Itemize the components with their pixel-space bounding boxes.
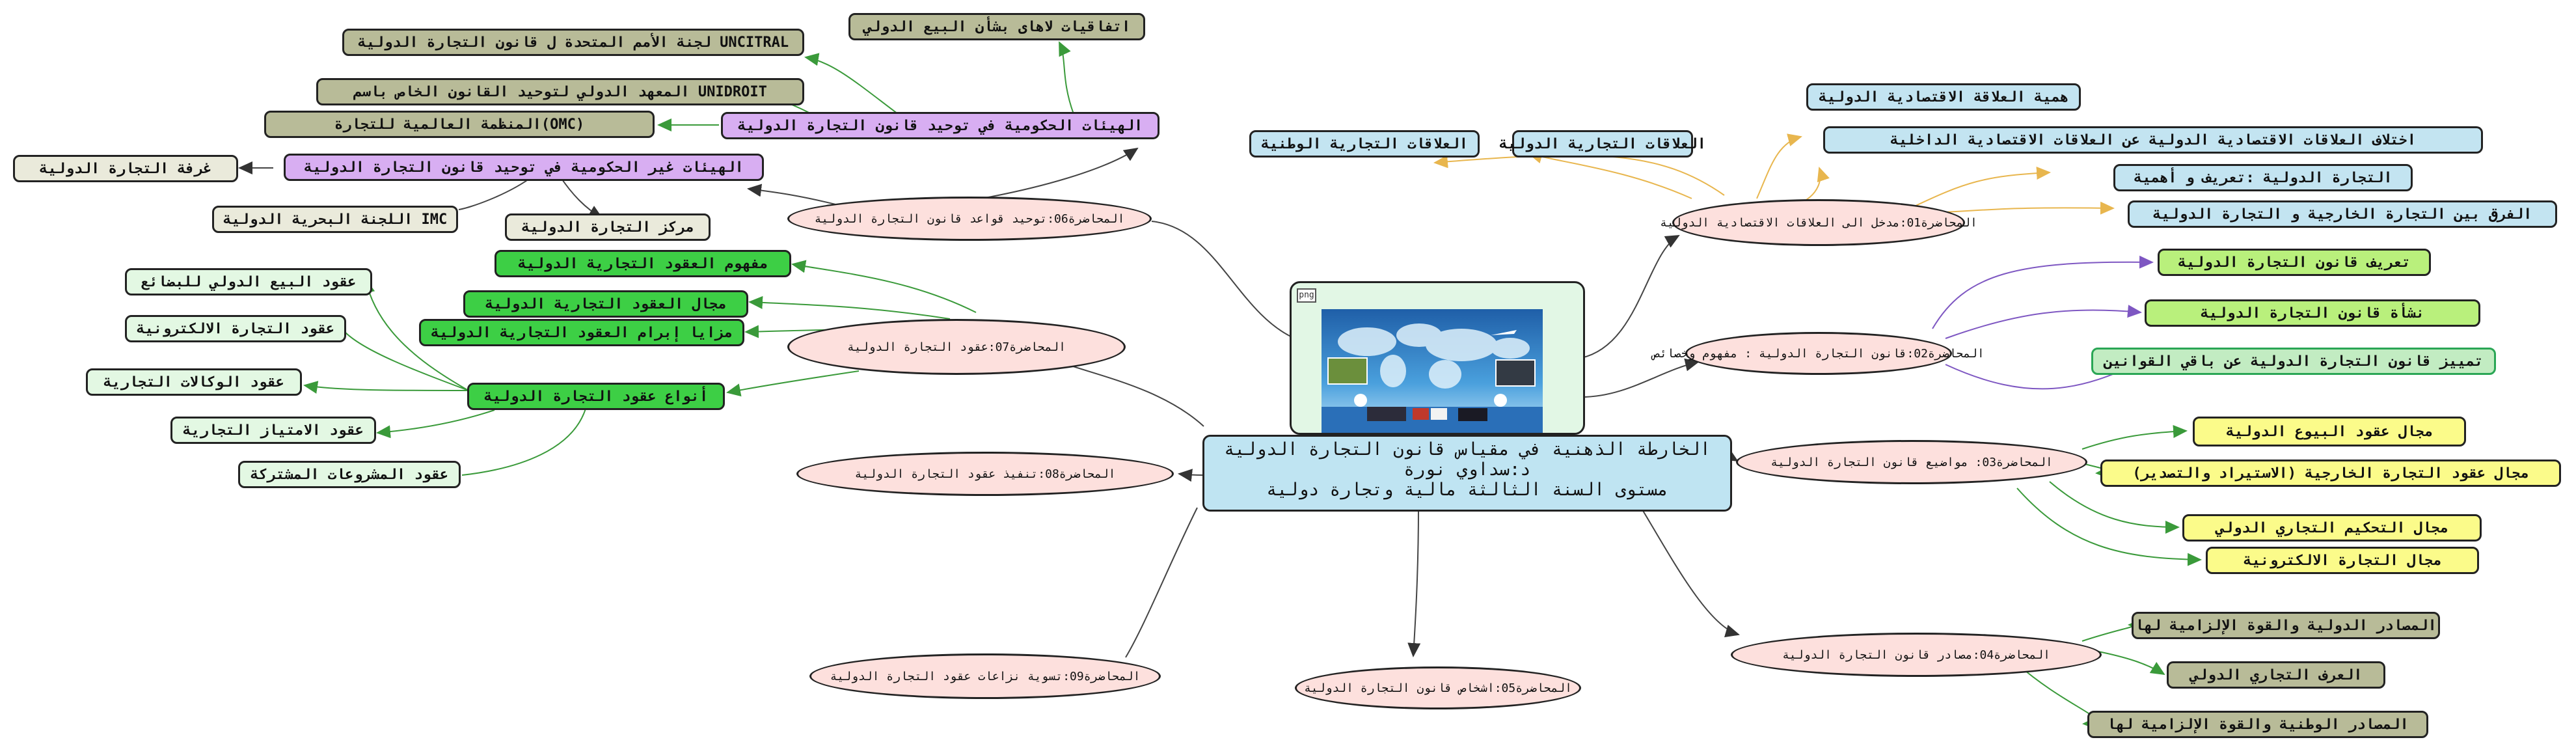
root-title: الخارطة الذهنية في مقياس قانون التجارة ا… (1224, 439, 1711, 460)
node-uncitral[interactable]: UNCITRAL لجنة الأمم المتحدة ل قانون التج… (342, 29, 804, 56)
root-node[interactable]: الخارطة الذهنية في مقياس قانون التجارة ا… (1202, 435, 1732, 512)
node-law-definition[interactable]: تعريف قانون التجارة الدولية (2158, 249, 2431, 276)
node-nongovernmental-bodies[interactable]: الهيئات غير الحكومية في توحيد قانون التج… (284, 154, 764, 181)
lecture-06[interactable]: المحاضرة06:توحيد قواعد قانون التجارة الد… (787, 197, 1152, 241)
node-foreign-trade-contracts[interactable]: مجال عقود التجارة الخارجية (الاستيراد وا… (2100, 460, 2561, 487)
root-level: مستوى السنة الثالثة مالية وتجارة دولية (1266, 480, 1668, 500)
node-trade-custom[interactable]: العرف التجاري الدولي (2167, 661, 2385, 689)
world-trade-illustration (1322, 309, 1543, 433)
node-foreign-vs-international[interactable]: الفرق بين التجارة الخارجية و التجارة الد… (2128, 200, 2557, 228)
node-law-distinction[interactable]: تمييز قانون التجارة الدولية عن باقي القو… (2091, 348, 2496, 375)
node-national-sources[interactable]: المصادر الوطنية والقوة الإلزامية لها (2087, 711, 2428, 738)
lecture-05[interactable]: المحاضرة05:اشخاص قانون التجارة الدولية (1295, 666, 1581, 709)
png-tag: png (1297, 288, 1316, 303)
node-goods-sale-contracts[interactable]: عقود البيع الدولي للبضائع (125, 268, 372, 295)
lecture-03[interactable]: المحاضرة03: مواضيع قانون التجارة الدولية (1736, 440, 2087, 484)
node-contracts-scope[interactable]: مجال العقود التجارية الدولية (463, 290, 748, 318)
node-law-origin[interactable]: نشأة قانون التجارة الدولية (2145, 299, 2480, 327)
node-commercial-arbitration[interactable]: مجال التحكيم التجاري الدولي (2182, 514, 2482, 542)
node-national-trade-relations[interactable]: العلاقات التجارية الوطنية (1249, 130, 1480, 158)
node-contracts-types[interactable]: أنواع عقود التجارة الدولية (467, 383, 725, 410)
lecture-02[interactable]: المحاضرة02:قانون التجارة الدولية : مفهوم… (1653, 332, 1985, 375)
node-wto[interactable]: (OMC)المنظمة العالمية للتجارة (264, 111, 655, 138)
node-international-sources[interactable]: المصادر الدولية والقوة الإلزامية لها (2132, 612, 2440, 639)
node-sales-contracts[interactable]: مجال عقود البيوع الدولية (2193, 417, 2466, 446)
node-trade-center[interactable]: مركز التجارة الدولية (505, 213, 711, 241)
node-difference-internal-relations[interactable]: اختلاف العلاقات الاقتصادية الدولية عن ال… (1823, 126, 2483, 154)
node-unidroit[interactable]: UNIDROIT المعهد الدولي لتوحيد القانون ال… (316, 78, 804, 105)
node-ecommerce-contracts[interactable]: عقود التجارة الالكترونية (125, 315, 346, 342)
node-contracts-concept[interactable]: مفهوم العقود التجارية الدولية (495, 250, 791, 277)
node-ecommerce-scope[interactable]: مجال التجارة الالكترونية (2206, 547, 2479, 574)
node-franchise-contracts[interactable]: عقود الامتياز التجارية (170, 417, 376, 444)
root-author: د:سداوي نورة (1403, 460, 1531, 480)
lecture-01[interactable]: المحاضرة01:مدخل الى العلاقات الاقتصادية … (1660, 199, 1977, 246)
node-trade-definition[interactable]: التجارة الدولية :تعريف و أهمية (2113, 164, 2413, 191)
lecture-07[interactable]: المحاضرة07:عقود التجارة الدولية (787, 319, 1126, 375)
node-joint-venture-contracts[interactable]: عقود المشروعات المشتركة (238, 461, 461, 488)
node-importance-economic-relations[interactable]: همية العلاقة الاقتصادية الدولية (1806, 83, 2081, 111)
node-international-trade-relations[interactable]: العلاقات التجارية الدولية (1499, 130, 1706, 158)
image-card[interactable]: png (1290, 281, 1585, 435)
node-contracts-advantages[interactable]: مزايا إبرام العقود التجارية الدولية (419, 319, 744, 346)
node-hague-conventions[interactable]: اتفاقيات لاهاى بشأن البيع الدولي (848, 13, 1145, 40)
lecture-04[interactable]: المحاضرة04:مصادر قانون التجارة الدولية (1731, 633, 2102, 677)
node-agency-contracts[interactable]: عقود الوكالات التجارية (86, 368, 302, 396)
node-imc[interactable]: IMC اللجنة البحرية الدولية (212, 206, 458, 233)
node-icc[interactable]: غرفة التجارة الدولية (13, 155, 238, 182)
lecture-08[interactable]: المحاضرة08:تنفيذ عقود التجارة الدولية (796, 452, 1174, 496)
lecture-09[interactable]: المحاضرة09:تسوية نزاعات عقود التجارة الد… (809, 653, 1161, 699)
node-governmental-bodies[interactable]: الهيئات الحكومية في توحيد قانون التجارة … (721, 112, 1159, 139)
